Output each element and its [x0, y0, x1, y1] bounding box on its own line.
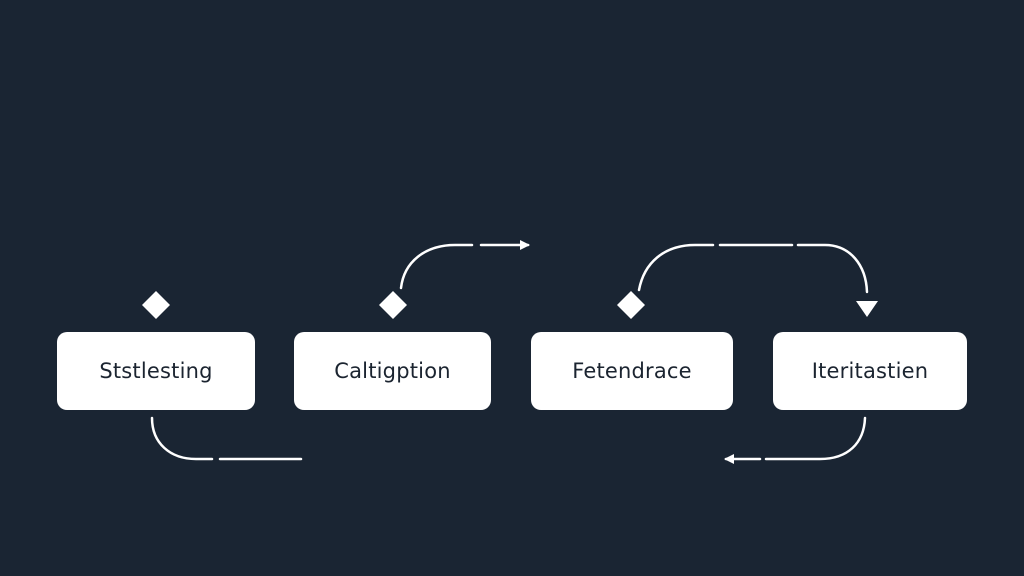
- connector-bottom-right: [764, 416, 867, 461]
- connector-bottom-left: [150, 416, 214, 461]
- process-node-3[interactable]: Fetendrace: [531, 332, 733, 410]
- connector-top-right-end: [796, 243, 869, 294]
- connector-top-left: [399, 243, 474, 290]
- process-node-2[interactable]: Caltigption: [294, 332, 491, 410]
- diamond-marker-1: [142, 291, 170, 319]
- process-node-3-label: Fetendrace: [572, 359, 692, 383]
- diamond-marker-3: [617, 291, 645, 319]
- process-node-1-label: Ststlesting: [99, 359, 213, 383]
- connector-top-right-arrowhead: [856, 301, 878, 317]
- diamond-marker-2: [379, 291, 407, 319]
- process-node-1[interactable]: Ststlesting: [57, 332, 255, 410]
- process-node-2-label: Caltigption: [334, 359, 451, 383]
- process-node-4[interactable]: Iteritastien: [773, 332, 967, 410]
- process-node-4-label: Iteritastien: [811, 359, 929, 383]
- connector-top-right: [637, 243, 715, 292]
